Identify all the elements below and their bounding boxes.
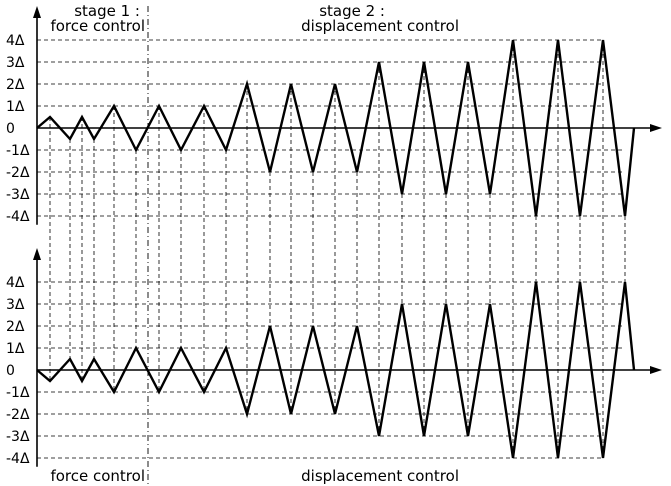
y-tick-label-bottom: -1Δ (6, 385, 30, 401)
stage1-subtitle: force control (50, 17, 145, 35)
waveform-top (36, 39, 636, 217)
stage2-subtitle: displacement control (301, 17, 459, 35)
stage2-title: stage 2 : (319, 2, 385, 20)
x-axis-arrow-bottom (650, 366, 662, 374)
y-tick-label-top: 4Δ (6, 33, 25, 49)
y-axis-arrow-bottom (33, 248, 41, 260)
y-axis-arrow-top (33, 6, 41, 18)
y-tick-label-bottom: -2Δ (6, 407, 30, 423)
y-tick-labels: 4Δ 3Δ 2Δ 1Δ 0 -1Δ -2Δ -3Δ -4Δ 4Δ 3Δ 2Δ 1Δ 0 -1Δ -2Δ -3Δ -… (6, 33, 30, 467)
y-tick-label-top: 0 (6, 121, 15, 137)
y-tick-label-top: -1Δ (6, 143, 30, 159)
y-tick-label-top: -4Δ (6, 209, 30, 225)
y-tick-label-bottom: -3Δ (6, 429, 30, 445)
x-axis-arrow-top (650, 124, 662, 132)
bottom-displacement-control-label: displacement control (301, 467, 459, 485)
waveforms (36, 39, 636, 459)
y-tick-label-bottom: 1Δ (6, 341, 25, 357)
bottom-force-control-label: force control (50, 467, 145, 485)
axes (33, 6, 662, 467)
y-tick-label-bottom: 4Δ (6, 275, 25, 291)
y-tick-label-top: 3Δ (6, 55, 25, 71)
waveform-bottom (36, 281, 636, 459)
y-tick-label-bottom: 2Δ (6, 319, 25, 335)
y-tick-label-top: -3Δ (6, 187, 30, 203)
y-tick-label-top: -2Δ (6, 165, 30, 181)
y-tick-label-bottom: -4Δ (6, 451, 30, 467)
stage1-title: stage 1 : (74, 2, 140, 20)
y-tick-label-bottom: 3Δ (6, 297, 25, 313)
y-tick-label-top: 1Δ (6, 99, 25, 115)
grid-lines (37, 6, 626, 484)
y-tick-label-bottom: 0 (6, 363, 15, 379)
y-tick-label-top: 2Δ (6, 77, 25, 93)
